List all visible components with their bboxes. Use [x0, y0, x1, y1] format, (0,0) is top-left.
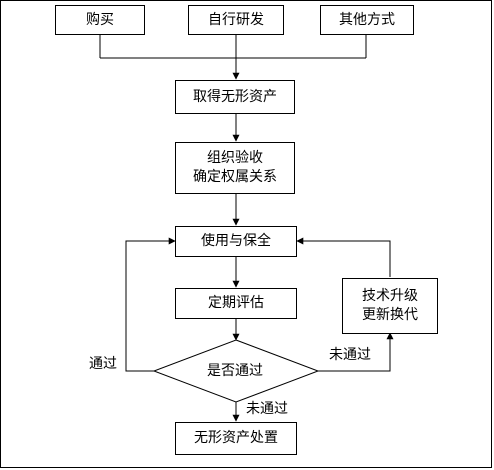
- edge-label-fail-down: 未通过: [246, 401, 288, 417]
- node-acceptance: 组织验收 确定权属关系: [175, 142, 295, 194]
- node-other-methods-label: 其他方式: [339, 11, 395, 28]
- node-upgrade-line1: 技术升级: [362, 288, 418, 304]
- node-acquire-label: 取得无形资产: [193, 88, 277, 105]
- decision-label: 是否通过: [207, 363, 263, 379]
- node-purchase-label: 购买: [86, 11, 114, 28]
- edge-label-fail-right: 未通过: [329, 347, 371, 363]
- node-use-protect-label: 使用与保全: [201, 233, 271, 249]
- arrow-fail-to-upgrade: [318, 332, 394, 372]
- node-evaluate-label: 定期评估: [208, 295, 264, 311]
- node-upgrade: 技术升级 更新换代: [342, 278, 438, 334]
- node-self-develop-label: 自行研发: [208, 11, 264, 28]
- node-self-develop: 自行研发: [188, 5, 284, 35]
- node-purchase: 购买: [55, 5, 145, 35]
- node-dispose-label: 无形资产处置: [194, 430, 278, 446]
- node-acceptance-line1: 组织验收: [207, 150, 263, 166]
- node-acquire: 取得无形资产: [175, 80, 295, 114]
- node-use-protect: 使用与保全: [175, 226, 297, 257]
- node-other-methods: 其他方式: [320, 5, 414, 35]
- node-evaluate: 定期评估: [175, 288, 297, 319]
- edge-label-pass: 通过: [89, 356, 117, 372]
- node-dispose: 无形资产处置: [175, 422, 297, 455]
- arrow-upgrade-to-use: [296, 237, 391, 277]
- node-upgrade-line2: 更新换代: [362, 307, 418, 323]
- node-acceptance-line2: 确定权属关系: [193, 169, 277, 185]
- decision-diamond: [152, 339, 320, 403]
- arrow-pass-loop: [125, 237, 176, 372]
